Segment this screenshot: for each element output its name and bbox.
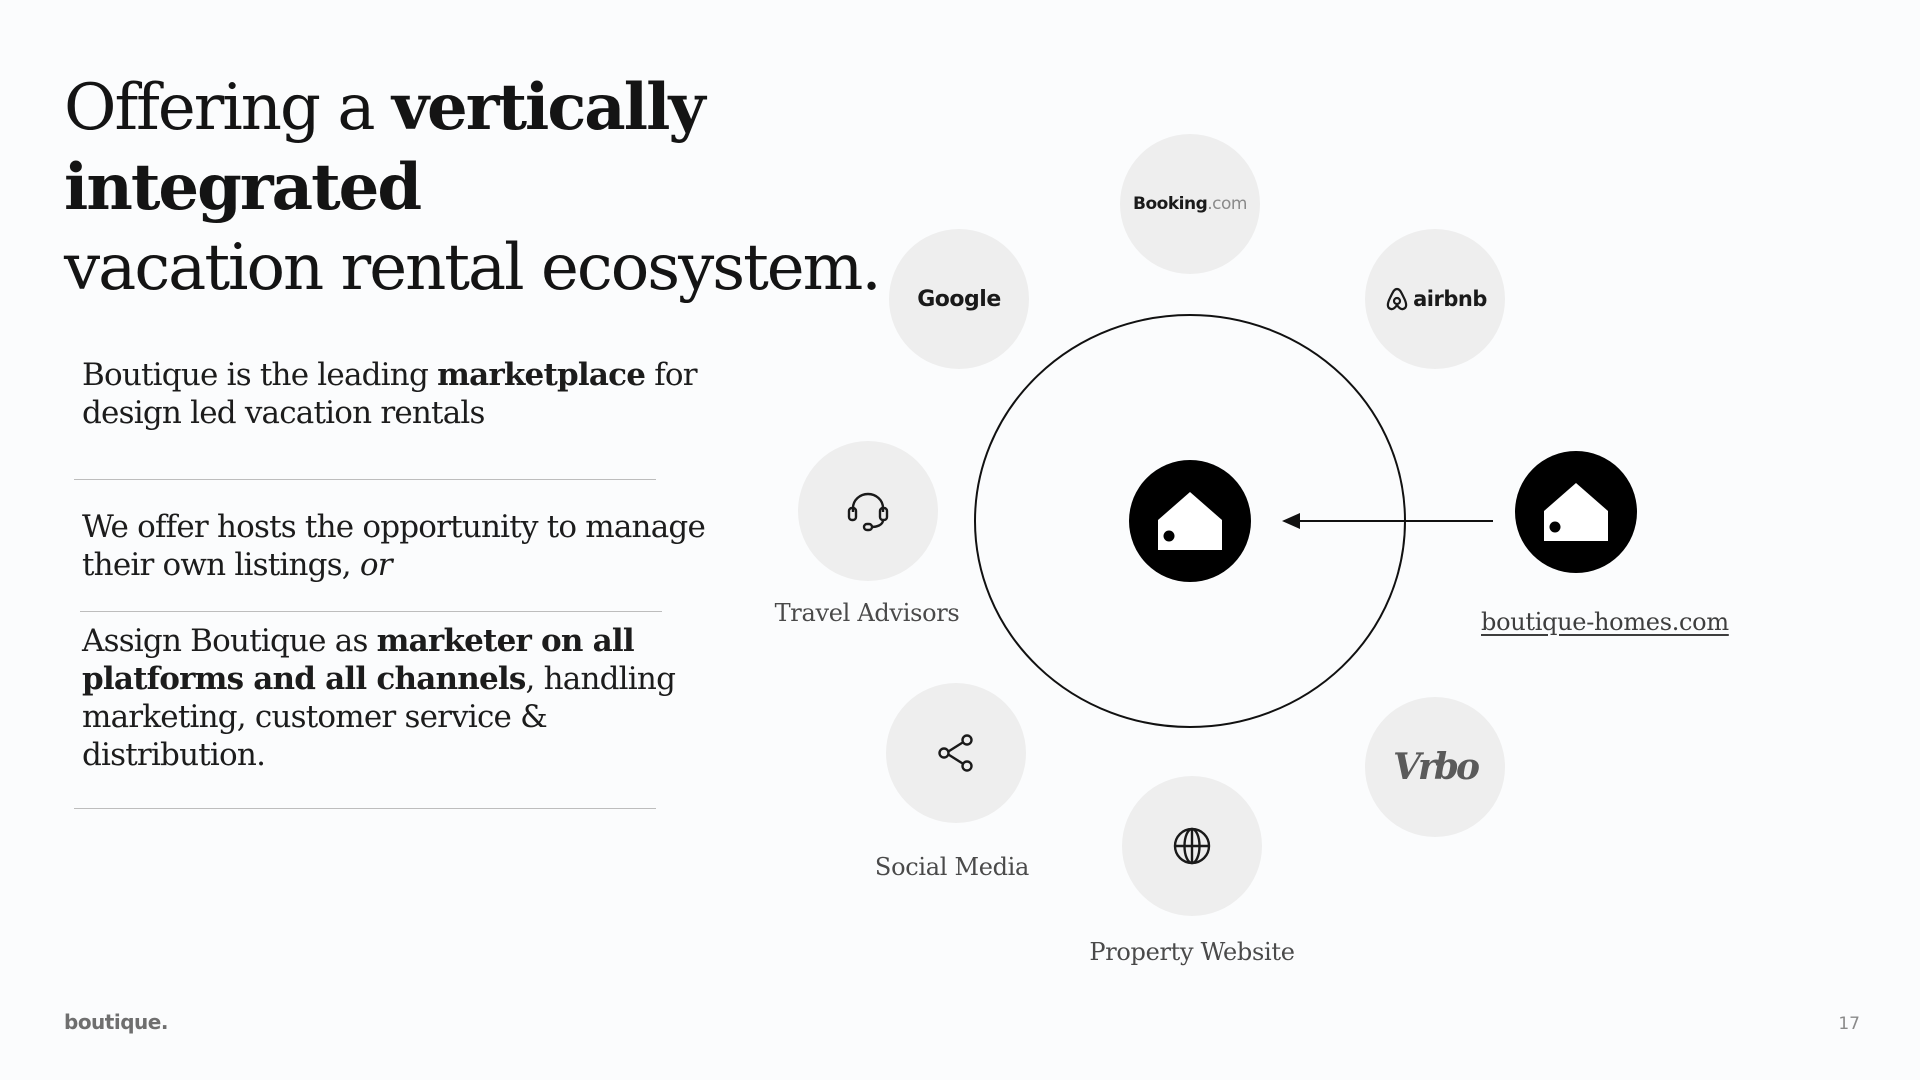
booking-logo-suffix: .com	[1207, 194, 1247, 214]
google-logo: Google	[917, 286, 1001, 312]
node-vrbo: Vrbo	[1365, 697, 1505, 837]
point-2-emphasis: or	[359, 547, 393, 583]
point-2-text: We offer hosts the opportunity to manage…	[82, 509, 706, 583]
point-marketplace: Boutique is the leading marketplace for …	[82, 356, 722, 432]
title-line-2: vacation rental ecosystem.	[64, 231, 882, 305]
node-property-website	[1122, 776, 1262, 916]
booking-logo-main: Booking	[1133, 194, 1208, 214]
page-number: 17	[1838, 1014, 1860, 1034]
divider-2	[80, 611, 662, 612]
point-self-manage: We offer hosts the opportunity to manage…	[82, 508, 722, 584]
point-3-emphasis: marketer on all platforms and all channe…	[82, 623, 635, 697]
divider-3	[74, 808, 656, 809]
slide-title: Offering a vertically integrated vacatio…	[64, 68, 1044, 308]
node-airbnb: airbnb	[1365, 229, 1505, 369]
node-social-media	[886, 683, 1026, 823]
globe-icon	[1173, 827, 1211, 865]
share-icon	[938, 734, 973, 772]
brand-wordmark: boutique.	[64, 1010, 168, 1034]
headset-icon	[847, 492, 889, 532]
house-icon	[1158, 492, 1222, 550]
hub-node	[1129, 460, 1251, 582]
caption-property-website: Property Website	[1089, 938, 1295, 966]
node-travel-advisors	[798, 441, 938, 581]
point-1-tail: for design led vacation rentals	[82, 357, 698, 431]
vrbo-logo: Vrbo	[1392, 746, 1480, 788]
house-icon	[1544, 483, 1608, 541]
site-link[interactable]: boutique-homes.com	[1481, 608, 1729, 636]
airbnb-logo: airbnb	[1413, 287, 1487, 311]
point-full-service: Assign Boutique as marketer on all platf…	[82, 622, 732, 774]
node-booking: Booking.com	[1120, 134, 1260, 274]
airbnb-icon	[1386, 287, 1408, 311]
booking-logo: Booking.com	[1133, 194, 1247, 214]
divider-1	[74, 479, 656, 480]
caption-travel-advisors: Travel Advisors	[774, 599, 960, 627]
point-3-text: Assign Boutique as	[82, 623, 377, 659]
point-3-tail: , handling marketing, customer service &…	[82, 661, 676, 773]
caption-social-media: Social Media	[874, 853, 1030, 881]
title-emphasis: vertically integrated	[64, 70, 706, 225]
node-google: Google	[889, 229, 1029, 369]
title-lead: Offering a	[64, 71, 392, 145]
site-node	[1515, 451, 1637, 573]
point-1-emphasis: marketplace	[437, 357, 646, 393]
point-1-text: Boutique is the leading	[82, 357, 438, 393]
